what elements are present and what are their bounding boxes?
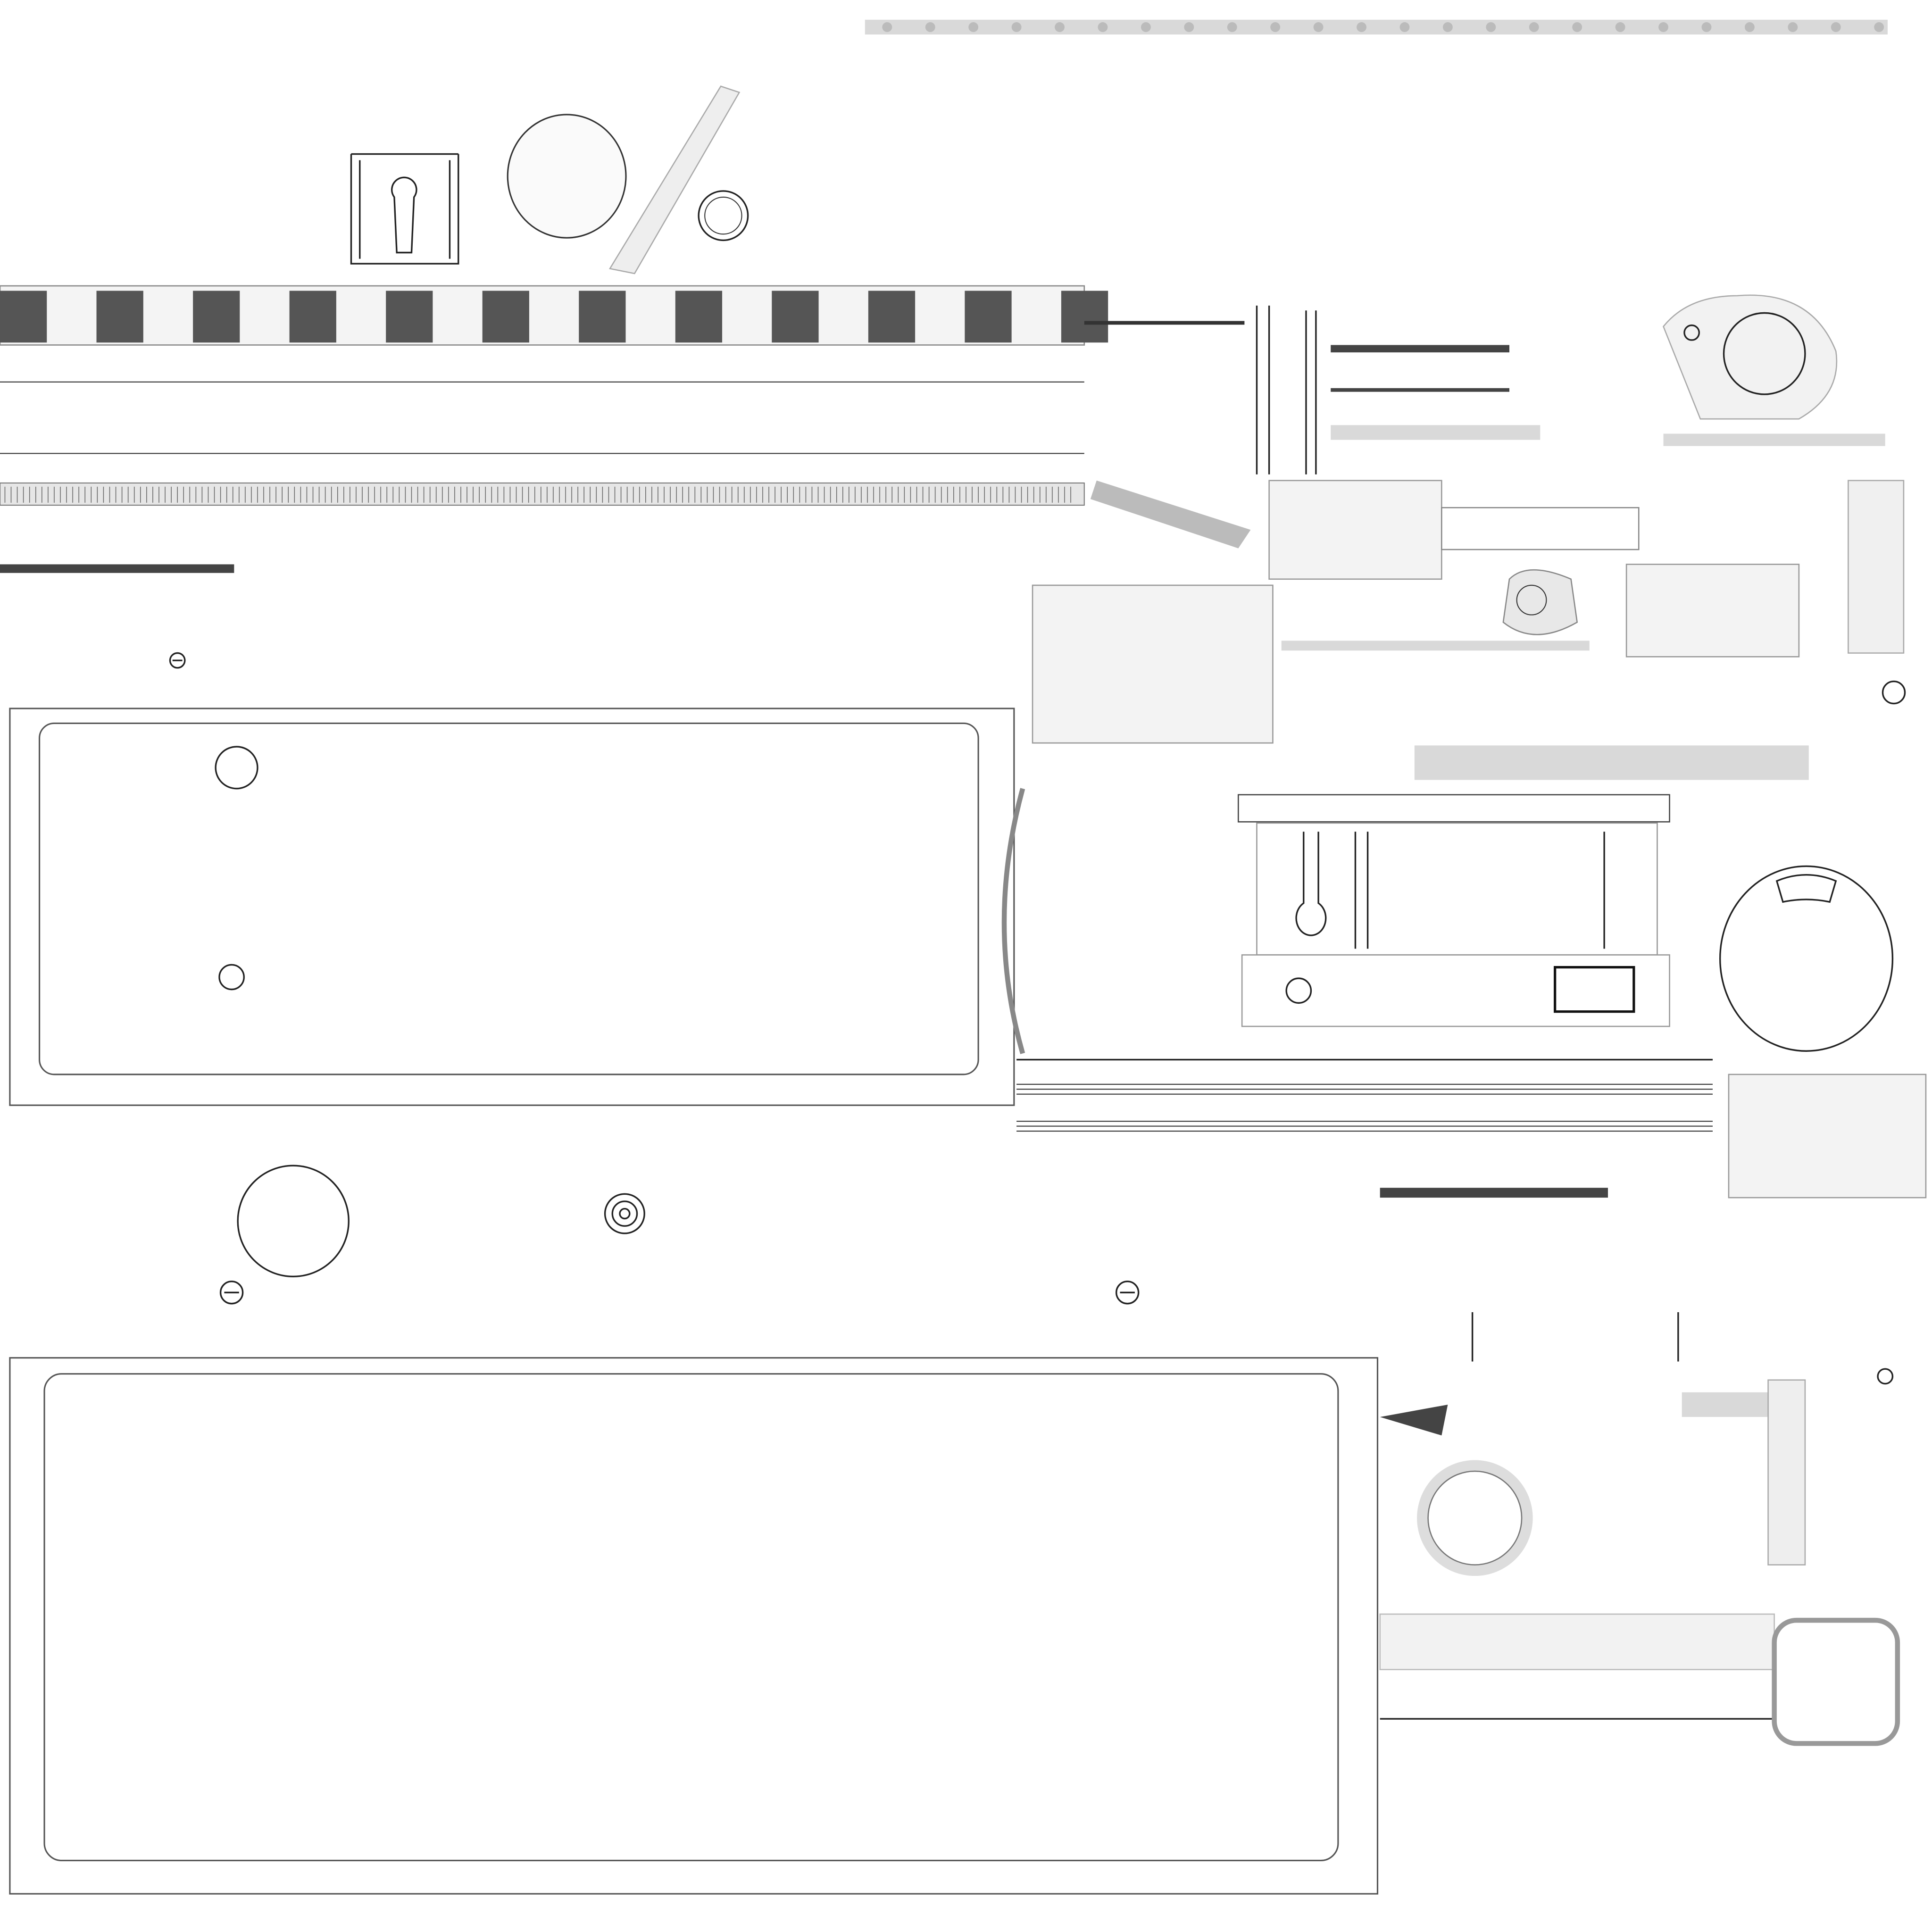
strip-notch xyxy=(925,22,935,32)
strip-notch xyxy=(1529,22,1539,32)
strip-notch xyxy=(1572,22,1582,32)
strip-notch xyxy=(1141,22,1151,32)
strip-notch xyxy=(1227,22,1237,32)
bolt-head xyxy=(604,1193,645,1234)
strip-notch xyxy=(1184,22,1194,32)
lower-rail xyxy=(1016,1058,1927,1199)
rail-tooth xyxy=(772,291,819,343)
rail-tooth xyxy=(386,291,433,343)
bolt-assembly xyxy=(1001,745,1809,1054)
small-ring xyxy=(698,190,749,242)
top-strip xyxy=(865,19,1888,35)
strip-notch xyxy=(1270,22,1281,32)
receiver-panel-lower xyxy=(9,1357,1379,1895)
strip-notch xyxy=(1874,22,1884,32)
rail-tooth xyxy=(579,291,626,343)
strip-notch xyxy=(1313,22,1324,32)
strip-notch xyxy=(1011,22,1022,32)
strip-notch xyxy=(1399,22,1410,32)
strip-notch xyxy=(1831,22,1841,32)
strip-notch xyxy=(882,22,892,32)
rail-tooth xyxy=(289,291,336,343)
rail-tooth xyxy=(96,291,143,343)
receiver-panel-upper xyxy=(9,652,1015,1106)
strip-notch xyxy=(1098,22,1108,32)
large-hole xyxy=(237,1165,350,1277)
strip-notch xyxy=(1615,22,1625,32)
keyhole-bracket xyxy=(350,153,459,265)
top-rail xyxy=(0,285,1245,573)
strip-notch xyxy=(1442,22,1453,32)
rail-tooth xyxy=(482,291,529,343)
strip-notch xyxy=(1658,22,1668,32)
strip-notch xyxy=(1486,22,1496,32)
strip-notch xyxy=(1701,22,1712,32)
rail-tooth xyxy=(193,291,240,343)
rail-tooth xyxy=(1061,291,1108,343)
rail-tooth xyxy=(868,291,916,343)
gear-disc xyxy=(507,114,627,239)
diagonal-strut xyxy=(608,85,741,275)
strip-notch xyxy=(1788,22,1798,32)
barrel-sleeves xyxy=(1032,480,1906,744)
grip-block xyxy=(1379,1312,1900,1746)
rail-tooth xyxy=(675,291,723,343)
strip-notch xyxy=(1744,22,1755,32)
scope-ring xyxy=(1719,865,1894,1052)
strip-notch xyxy=(1055,22,1065,32)
rear-sight xyxy=(1663,294,1885,446)
screw-heads xyxy=(219,1281,1140,1305)
rail-tooth xyxy=(0,291,47,343)
strip-notch xyxy=(1357,22,1366,32)
strip-notch xyxy=(968,22,979,32)
gas-block xyxy=(1256,305,1541,475)
rail-tooth xyxy=(965,291,1012,343)
